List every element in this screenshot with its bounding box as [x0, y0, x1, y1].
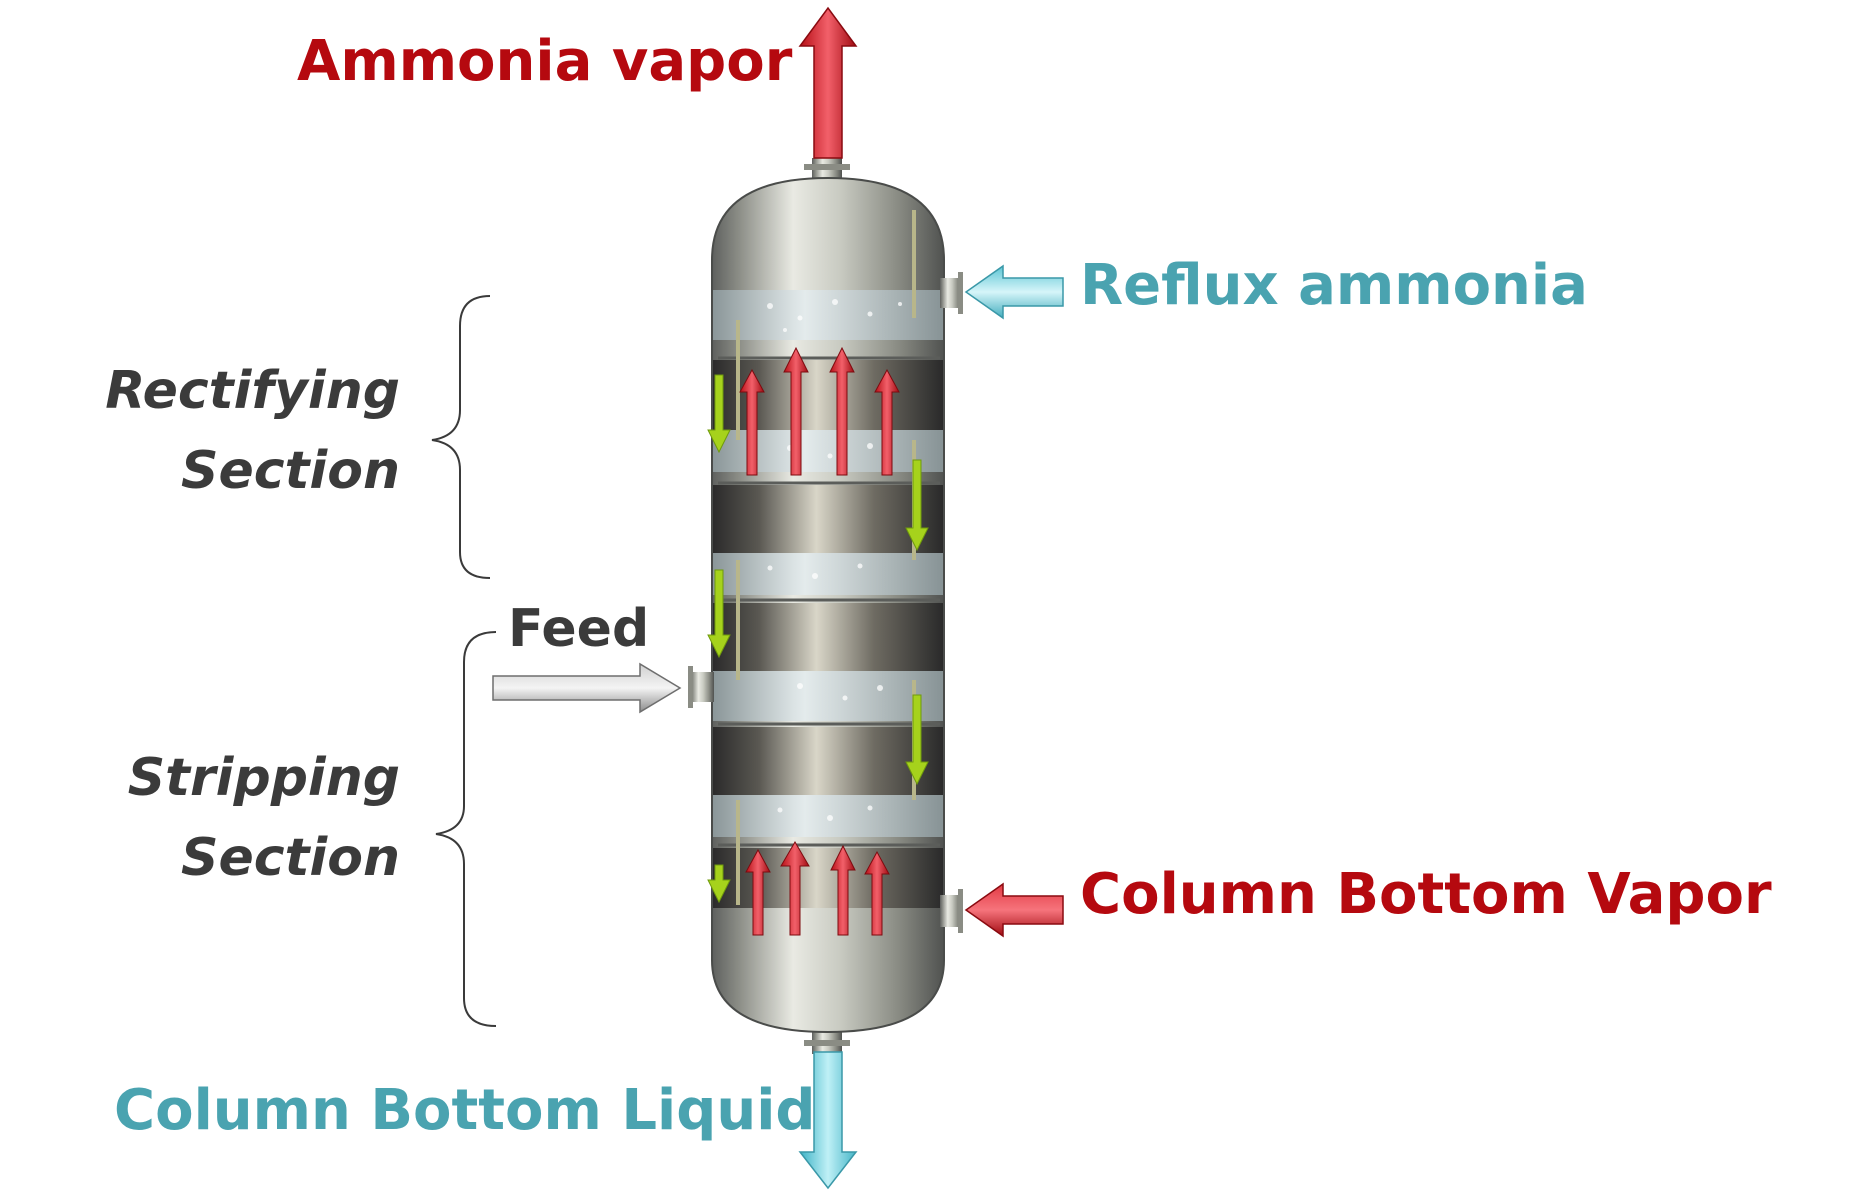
- rectifying-section-label-line2: Section: [181, 441, 400, 501]
- reflux-ammonia-label: Reflux ammonia: [1080, 253, 1588, 318]
- feed-arrow: [492, 662, 682, 714]
- rectifying-vapor-arrows: [739, 346, 900, 476]
- column-bottom-vapor-label: Column Bottom Vapor: [1080, 862, 1772, 927]
- liquid-downflow-arrows: [707, 374, 929, 904]
- column-bottom-liquid-label: Column Bottom Liquid: [114, 1078, 816, 1143]
- ammonia-vapor-arrow: [798, 6, 858, 159]
- stripping-brace: [435, 631, 497, 1027]
- stripping-section-label-line1: Stripping: [127, 748, 400, 808]
- column-bottom-vapor-arrow: [964, 882, 1064, 938]
- tray-plates: [718, 356, 940, 847]
- rectifying-section-label-line1: Rectifying: [105, 361, 400, 421]
- ammonia-vapor-label: Ammonia vapor: [297, 29, 793, 94]
- stripping-vapor-arrows: [745, 841, 890, 936]
- feed-label: Feed: [508, 599, 650, 659]
- stripping-section-label-line2: Section: [181, 828, 400, 888]
- rectifying-brace: [431, 295, 491, 579]
- side-nozzles: [688, 272, 963, 933]
- reflux-ammonia-arrow: [964, 264, 1064, 320]
- column-bottom-liquid-arrow: [798, 1051, 858, 1190]
